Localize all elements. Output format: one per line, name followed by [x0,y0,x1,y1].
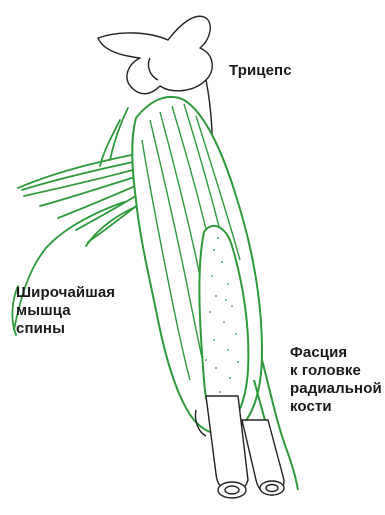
label-line: Широчайшая [16,284,115,302]
label-latissimus-dorsi: Широчайшая мышца спины [16,284,115,338]
label-line: спины [16,320,115,338]
label-line: Фасция [290,344,382,362]
label-fascia: Фасция к головке радиальной кости [290,344,382,416]
label-triceps: Трицепс [229,62,292,80]
label-line: к головке [290,362,382,380]
forearm-bones [195,396,284,498]
label-line: Трицепс [229,62,292,80]
label-line: кости [290,398,382,416]
label-line: мышца [16,302,115,320]
label-line: радиальной [290,380,382,398]
